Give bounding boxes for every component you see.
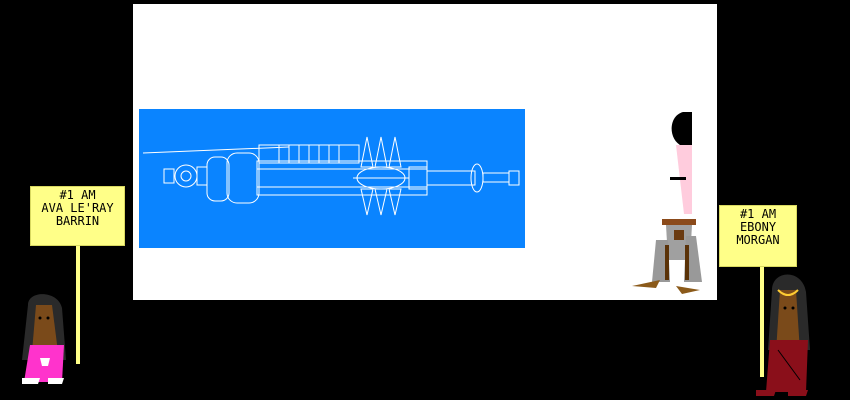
- right-sign-pole: [760, 267, 764, 377]
- sign-line: AVA LE'RAY: [41, 201, 114, 215]
- left-protester-figure: [22, 294, 66, 384]
- sign-line: #1 AM: [739, 207, 777, 221]
- spike: [388, 136, 402, 168]
- sign-line: BARRIN: [55, 214, 100, 228]
- knob-inner: [180, 170, 192, 182]
- spike: [360, 188, 374, 216]
- protest-sign-right: #1 AM EBONY MORGAN: [719, 205, 797, 267]
- left-sign-pole: [76, 246, 80, 364]
- sign-line: EBONY: [739, 220, 777, 234]
- end-cap: [163, 168, 175, 184]
- needle-line: [142, 146, 290, 154]
- right-protester-figure: [756, 274, 810, 396]
- spike: [360, 136, 374, 168]
- sign-line: MORGAN: [736, 233, 780, 247]
- tip: [508, 170, 520, 186]
- protest-sign-left: #1 AM AVA LE'RAY BARRIN: [30, 186, 125, 246]
- shaft: [426, 170, 476, 186]
- grip-body: [226, 152, 260, 204]
- blueprint-panel: [139, 109, 525, 248]
- device-schematic: [142, 136, 520, 216]
- presenter-figure: [632, 112, 702, 294]
- spike: [388, 188, 402, 216]
- sign-line: #1 AM: [59, 188, 96, 202]
